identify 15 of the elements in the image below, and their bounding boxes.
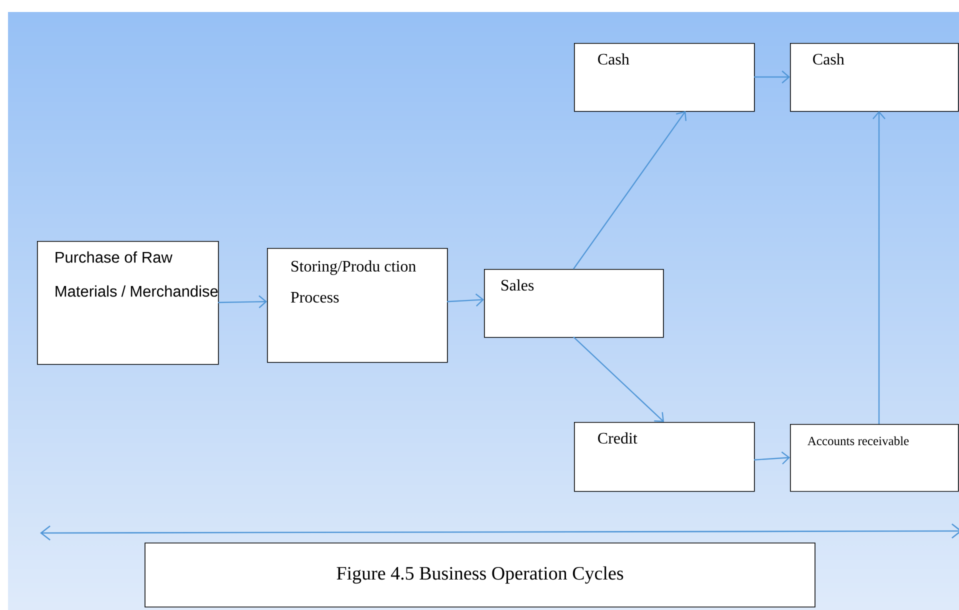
process-box: Accounts receivable (790, 424, 959, 492)
arrow (446, 294, 484, 306)
arrow (218, 295, 267, 308)
process-box: Cash (790, 43, 959, 112)
process-box: Cash (574, 43, 755, 112)
arrow (754, 452, 790, 464)
process-box: Storing/Produ ction Process (267, 248, 448, 363)
arrow (872, 111, 886, 424)
process-box: Purchase of Raw Materials / Merchandise (37, 241, 219, 365)
process-box: Sales (484, 269, 664, 338)
arrow (573, 336, 664, 422)
caption-box: Figure 4.5 Business Operation Cycles (144, 542, 816, 608)
arrow (573, 111, 686, 270)
process-box: Credit (574, 422, 755, 492)
arrow (754, 70, 790, 84)
